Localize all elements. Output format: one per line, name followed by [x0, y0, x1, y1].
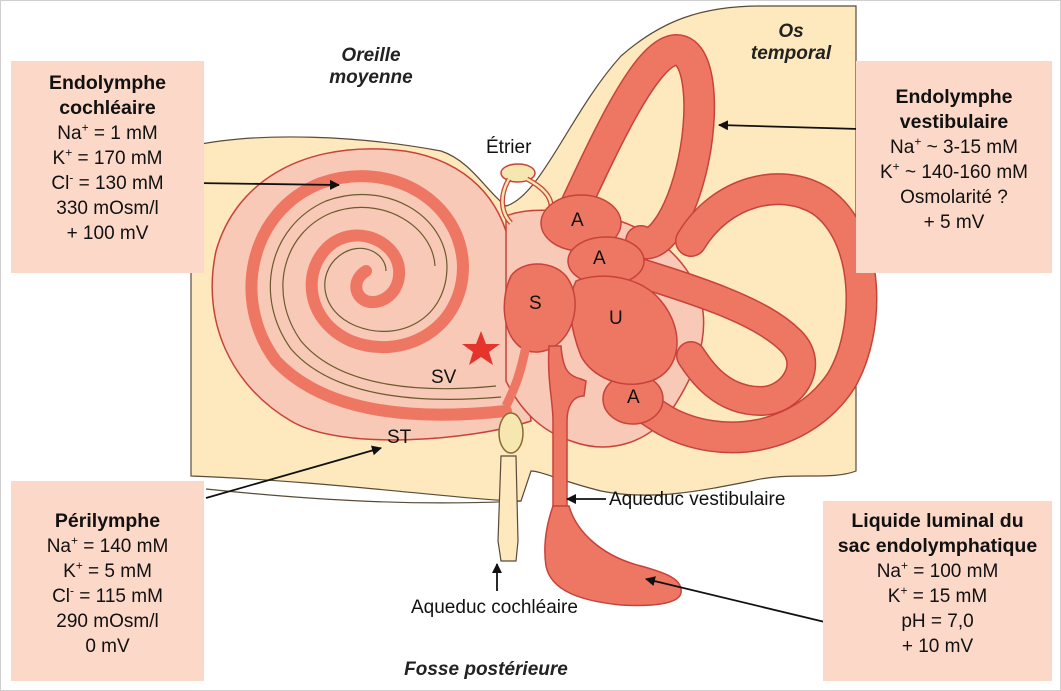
box-perilymph-osm: 290 mOsm/l: [11, 609, 204, 634]
box-perilymph-title: Périlymphe: [11, 509, 204, 534]
round-window: [499, 413, 523, 453]
scala-vestibuli-label: SV: [431, 367, 456, 389]
box-cochlear-endolymph-title-2: cochléaire: [11, 96, 204, 121]
stapes-label: Étrier: [486, 137, 531, 159]
box-cochlear-endolymph-title-1: Endolymphe: [11, 71, 204, 96]
cochlear-aqueduct-channel: [498, 456, 518, 561]
box-perilymph-cl: Cl- = 115 mM: [11, 584, 204, 609]
middle-ear-label: Oreille moyenne: [311, 45, 431, 89]
box-endolymphatic-sac-na: Na+ = 100 mM: [823, 559, 1052, 584]
posterior-fossa-label-text: Fosse postérieure: [386, 659, 586, 681]
box-vestibular-endolymph-na: Na+ ~ 3-15 mM: [856, 135, 1052, 160]
box-endolymphatic-sac-k: K+ = 15 mM: [823, 584, 1052, 609]
box-cochlear-endolymph-na: Na+ = 1 mM: [11, 121, 204, 146]
box-perilymph-na: Na+ = 140 mM: [11, 534, 204, 559]
saccule-label: S: [529, 293, 542, 315]
box-cochlear-endolymph-k: K+ = 170 mM: [11, 146, 204, 171]
temporal-bone-label: Os temporal: [731, 21, 851, 65]
utricle-label: U: [609, 308, 623, 330]
middle-ear-label-line2: moyenne: [311, 67, 431, 89]
endolymphatic-sac: [545, 506, 681, 606]
scala-tympani-label: ST: [387, 427, 411, 449]
box-vestibular-endolymph-title-2: vestibulaire: [856, 110, 1052, 135]
middle-ear-label-line1: Oreille: [311, 45, 431, 67]
box-perilymph: Périlymphe Na+ = 140 mM K+ = 5 mM Cl- = …: [11, 481, 204, 681]
ampulla-label-upper: A: [571, 210, 584, 232]
box-vestibular-endolymph-title-1: Endolymphe: [856, 85, 1052, 110]
box-perilymph-mv: 0 mV: [11, 634, 204, 659]
box-endolymphatic-sac-title-2: sac endolymphatique: [823, 534, 1052, 559]
box-vestibular-endolymph-osm: Osmolarité ?: [856, 185, 1052, 210]
box-endolymphatic-sac-mv: + 10 mV: [823, 634, 1052, 659]
box-endolymphatic-sac: Liquide luminal du sac endolymphatique N…: [823, 501, 1052, 681]
ampulla-label-middle: A: [593, 248, 606, 270]
box-endolymphatic-sac-ph: pH = 7,0: [823, 609, 1052, 634]
box-vestibular-endolymph: Endolymphe vestibulaire Na+ ~ 3-15 mM K+…: [856, 61, 1052, 273]
box-vestibular-endolymph-k: K+ ~ 140-160 mM: [856, 160, 1052, 185]
box-vestibular-endolymph-mv: + 5 mV: [856, 210, 1052, 235]
cochlear-aqueduct-label: Aqueduc cochléaire: [411, 597, 578, 619]
vestibular-aqueduct-label: Aqueduc vestibulaire: [609, 489, 785, 511]
box-cochlear-endolymph-mv: + 100 mV: [11, 221, 204, 246]
temporal-bone-label-line1: Os: [731, 21, 851, 43]
ampulla-label-lower: A: [627, 387, 640, 409]
box-endolymphatic-sac-title-1: Liquide luminal du: [823, 509, 1052, 534]
temporal-bone-label-line2: temporal: [731, 43, 851, 65]
box-cochlear-endolymph-cl: Cl- = 130 mM: [11, 171, 204, 196]
box-cochlear-endolymph-osm: 330 mOsm/l: [11, 196, 204, 221]
box-cochlear-endolymph: Endolymphe cochléaire Na+ = 1 mM K+ = 17…: [11, 61, 204, 273]
box-perilymph-k: K+ = 5 mM: [11, 559, 204, 584]
posterior-fossa-label: Fosse postérieure: [386, 659, 586, 681]
cochlea-perilymph: [212, 149, 531, 440]
